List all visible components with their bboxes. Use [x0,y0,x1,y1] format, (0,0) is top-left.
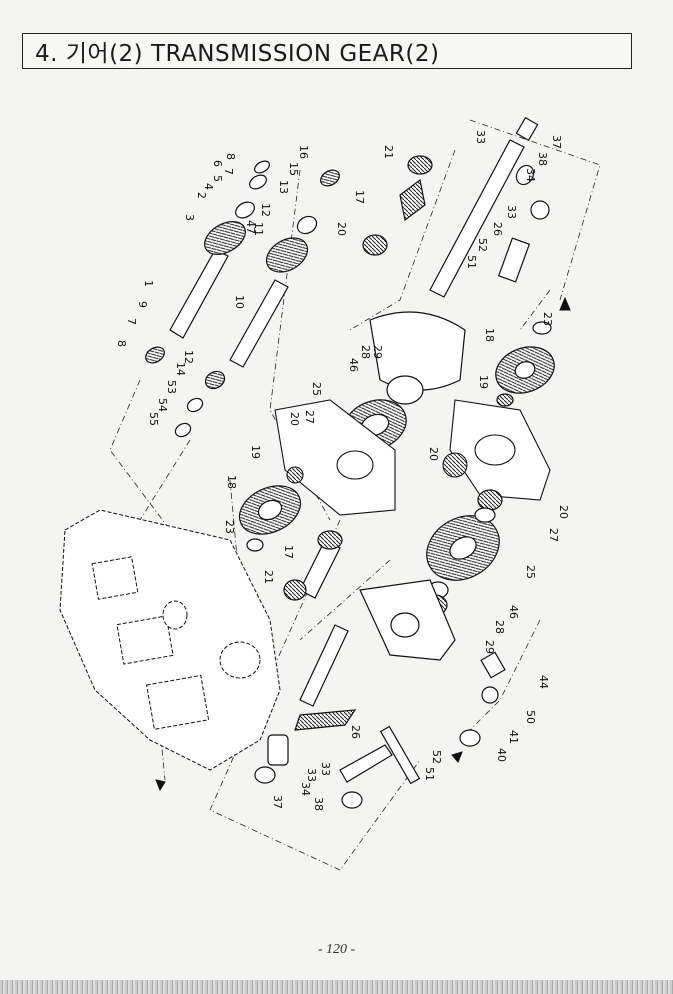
part-label: 37 [550,135,563,149]
part-label: 19 [249,445,262,459]
part-label: 33 [505,205,518,219]
part-label: 20 [427,447,440,461]
part-label: 53 [165,380,178,394]
part-label: 47 [244,220,257,234]
part-label: 23 [223,520,236,534]
part-label: 19 [477,375,490,389]
part-label: 20 [557,505,570,519]
part-label: 9 [136,301,149,308]
part-label: 3 [183,214,196,221]
part-label: 33 [319,762,332,776]
part-label: 6 [211,160,224,167]
part-label: 21 [382,145,395,159]
right-lower-gears [359,489,503,661]
title-box: 4. 기어(2) TRANSMISSION GEAR(2) [22,33,632,69]
part-label: 23 [541,312,554,326]
page-number: - 120 - [317,942,356,957]
upper-right-shaft-assembly [362,116,550,298]
part-number-labels: 8 6 7 5 4 2 3 1 9 7 8 16 15 13 12 11 47 … [115,130,570,811]
part-label: 51 [465,255,478,269]
part-label: 26 [349,725,362,739]
part-label: 18 [225,475,238,489]
part-label: 29 [371,345,384,359]
part-label: 55 [147,412,160,426]
part-label: 33 [305,768,318,782]
left-lower-gears [238,485,343,601]
part-label: 29 [483,640,496,654]
part-label: 12 [259,203,272,217]
part-label: 16 [297,145,310,159]
part-label: 27 [547,528,560,542]
part-label: 5 [211,175,224,182]
part-label: 52 [430,750,443,764]
center-gears [343,311,555,451]
scan-edge-strip [0,980,673,994]
center-housing [274,399,551,516]
part-label: 14 [174,362,187,376]
part-label: 46 [507,605,520,619]
part-label: 10 [233,295,246,309]
part-label: 28 [359,345,372,359]
part-label: 54 [156,398,169,412]
part-label: 13 [277,180,290,194]
part-label: 7 [125,318,138,325]
part-label: 21 [262,570,275,584]
part-label: 11 [252,222,265,236]
part-label: 12 [182,350,195,364]
part-label: 17 [282,545,295,559]
lower-shaft-assembly [254,624,506,809]
part-label: 34 [299,782,312,796]
part-label: 38 [312,797,325,811]
part-label: 33 [474,130,487,144]
part-label: 46 [347,358,360,372]
transmission-case [59,509,281,771]
part-label: 44 [537,675,550,689]
part-label: 17 [353,190,366,204]
part-label: 28 [493,620,506,634]
part-label: 51 [423,767,436,781]
part-label: 20 [288,412,301,426]
part-label: 8 [115,340,128,347]
part-label: 41 [507,730,520,744]
part-label: 18 [483,328,496,342]
part-label: 50 [524,710,537,724]
part-label: 7 [222,168,235,175]
part-label: 20 [335,222,348,236]
part-label: 38 [536,152,549,166]
part-label: 2 [195,192,208,199]
part-label: 25 [524,565,537,579]
part-label: 26 [491,222,504,236]
part-label: 52 [476,238,489,252]
page-title: 4. 기어(2) TRANSMISSION GEAR(2) [35,41,440,67]
part-label: 15 [287,162,300,176]
part-label: 1 [142,280,155,287]
part-label: 8 [224,153,237,160]
part-label: 4 [202,183,215,190]
part-label: 40 [495,748,508,762]
part-label: 34 [524,168,537,182]
part-label: 25 [310,382,323,396]
part-label: 37 [271,795,284,809]
arrows [155,296,571,792]
input-shaft-assembly [145,160,270,364]
part-label: 27 [303,410,316,424]
counter-shaft-assembly [174,169,340,438]
